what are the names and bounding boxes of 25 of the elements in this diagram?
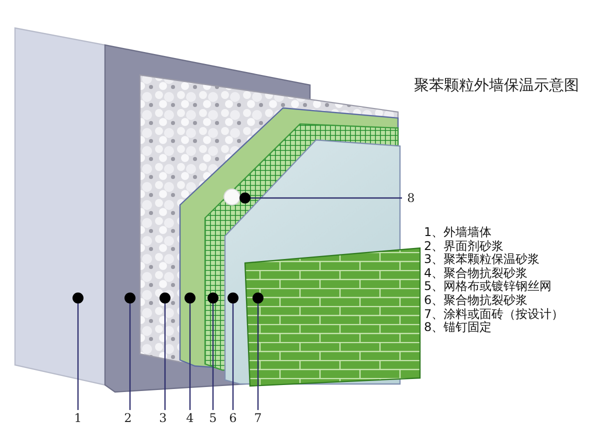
list-item: 8、锚钉固定 [424,321,492,335]
list-item: 6、聚合物抗裂砂浆 [424,294,528,308]
callout-number: 2 [121,411,135,425]
callout-number: 3 [156,411,170,425]
list-item: 2、界面剂砂浆 [424,240,504,253]
callout-number: 6 [226,411,240,425]
leader-line [240,192,402,204]
list-item: 1、外墙墙体 [424,226,492,240]
leader-line [160,292,170,410]
list-item: 7、涂料或面砖（按设计） [424,308,564,321]
callout-number: 5 [206,411,220,425]
callout-number: 1 [71,411,85,425]
leader-line [72,292,84,410]
list-item: 3、聚苯颗粒保温砂浆 [424,253,540,267]
callout-number: 8 [404,191,418,205]
callout-number: 7 [251,411,265,425]
list-item: 4、聚合物抗裂砂浆 [424,266,528,280]
leader-line [208,292,218,410]
title: 聚苯颗粒外墙保温示意图 [414,76,579,95]
leader-line [252,292,264,410]
list-item: 5、网格布或镀锌钢丝网 [424,280,552,294]
leader-line [184,292,196,410]
leader-line [228,292,238,410]
leader-line [124,292,136,410]
callout-number: 4 [183,411,197,425]
